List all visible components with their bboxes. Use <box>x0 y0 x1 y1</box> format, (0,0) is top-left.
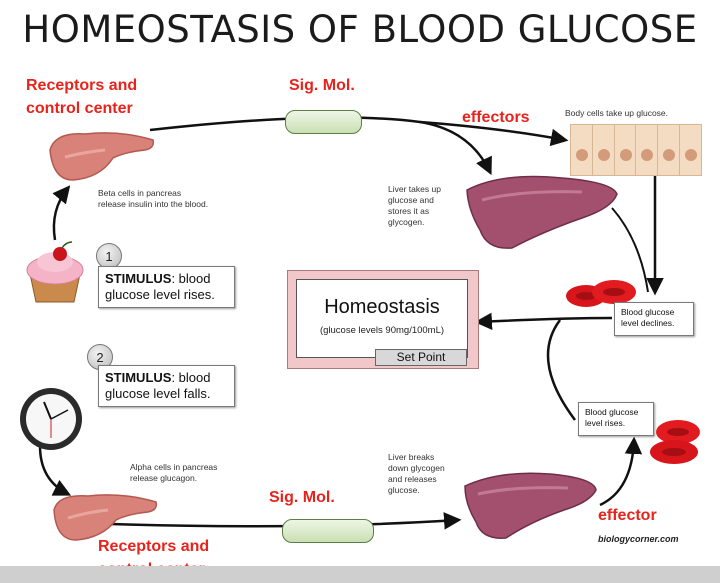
arrow-clock-to-pancreas <box>38 445 72 496</box>
red-blood-cells-top-icon <box>566 280 636 307</box>
alpha-cells-text: Alpha cells in pancreas release glucagon… <box>130 462 218 483</box>
cupcake-icon <box>26 241 84 303</box>
homeostasis-subtitle: (glucose levels 90mg/100mL) <box>319 325 445 336</box>
stimulus-1-box: STIMULUS: blood glucose level rises. <box>98 266 235 308</box>
arrow-rises-up <box>546 319 577 421</box>
beta-cells-text: Beta cells in pancreas release insulin i… <box>98 188 209 209</box>
stimulus-2-text: : blood glucose level falls. <box>105 370 211 401</box>
arrow-cupcake-to-pancreas <box>52 185 71 241</box>
glucose-declines-box: Blood glucose level declines. <box>614 302 694 336</box>
page-title: HOMEOSTASIS OF BLOOD GLUCOSE <box>22 8 698 51</box>
arrow-declines-to-homeostasis <box>474 312 613 331</box>
arrow-liver-to-declines <box>611 207 649 293</box>
stimulus-2-label: STIMULUS <box>105 370 172 385</box>
stimulus-1-label: STIMULUS <box>105 271 172 286</box>
stimulus-1-text: : blood glucose level rises. <box>105 271 215 302</box>
receptors-label-top: Receptors and control center <box>26 77 138 117</box>
footer-bar <box>0 566 720 583</box>
set-point-label: Set Point <box>375 349 467 366</box>
sig-mol-label-top: Sig. Mol. <box>289 77 355 94</box>
glucose-rises-box: Blood glucose level rises. <box>578 402 654 436</box>
effectors-label: effectors <box>462 109 530 126</box>
signal-molecule-top <box>285 110 362 134</box>
arrow-pancreas-to-liver <box>149 116 492 176</box>
effector-label: effector <box>598 507 657 524</box>
liver-text-top: Liver takes up glucose and stores it as … <box>388 184 441 227</box>
arrow-liver-to-rises <box>599 436 643 507</box>
arrow-to-body-cells <box>419 120 569 147</box>
credit-text: biologycorner.com <box>598 534 679 544</box>
signal-molecule-bottom <box>282 519 374 543</box>
liver-top-icon <box>466 175 618 249</box>
pancreas-bottom-icon <box>53 494 158 541</box>
liver-bottom-icon <box>464 472 597 539</box>
homeostasis-title: Homeostasis <box>324 296 440 318</box>
red-blood-cells-bottom-icon <box>650 420 700 464</box>
clock-icon <box>20 388 82 450</box>
homeostasis-box: Homeostasis (glucose levels 90mg/100mL) <box>296 279 468 358</box>
body-cells-image <box>570 124 702 176</box>
body-cells-text: Body cells take up glucose. <box>565 108 669 118</box>
liver-text-bottom: Liver breaks down glycogen and releases … <box>388 452 445 495</box>
pancreas-top-icon <box>49 132 155 181</box>
sig-mol-label-bottom: Sig. Mol. <box>269 489 335 506</box>
stimulus-2-box: STIMULUS: blood glucose level falls. <box>98 365 235 407</box>
